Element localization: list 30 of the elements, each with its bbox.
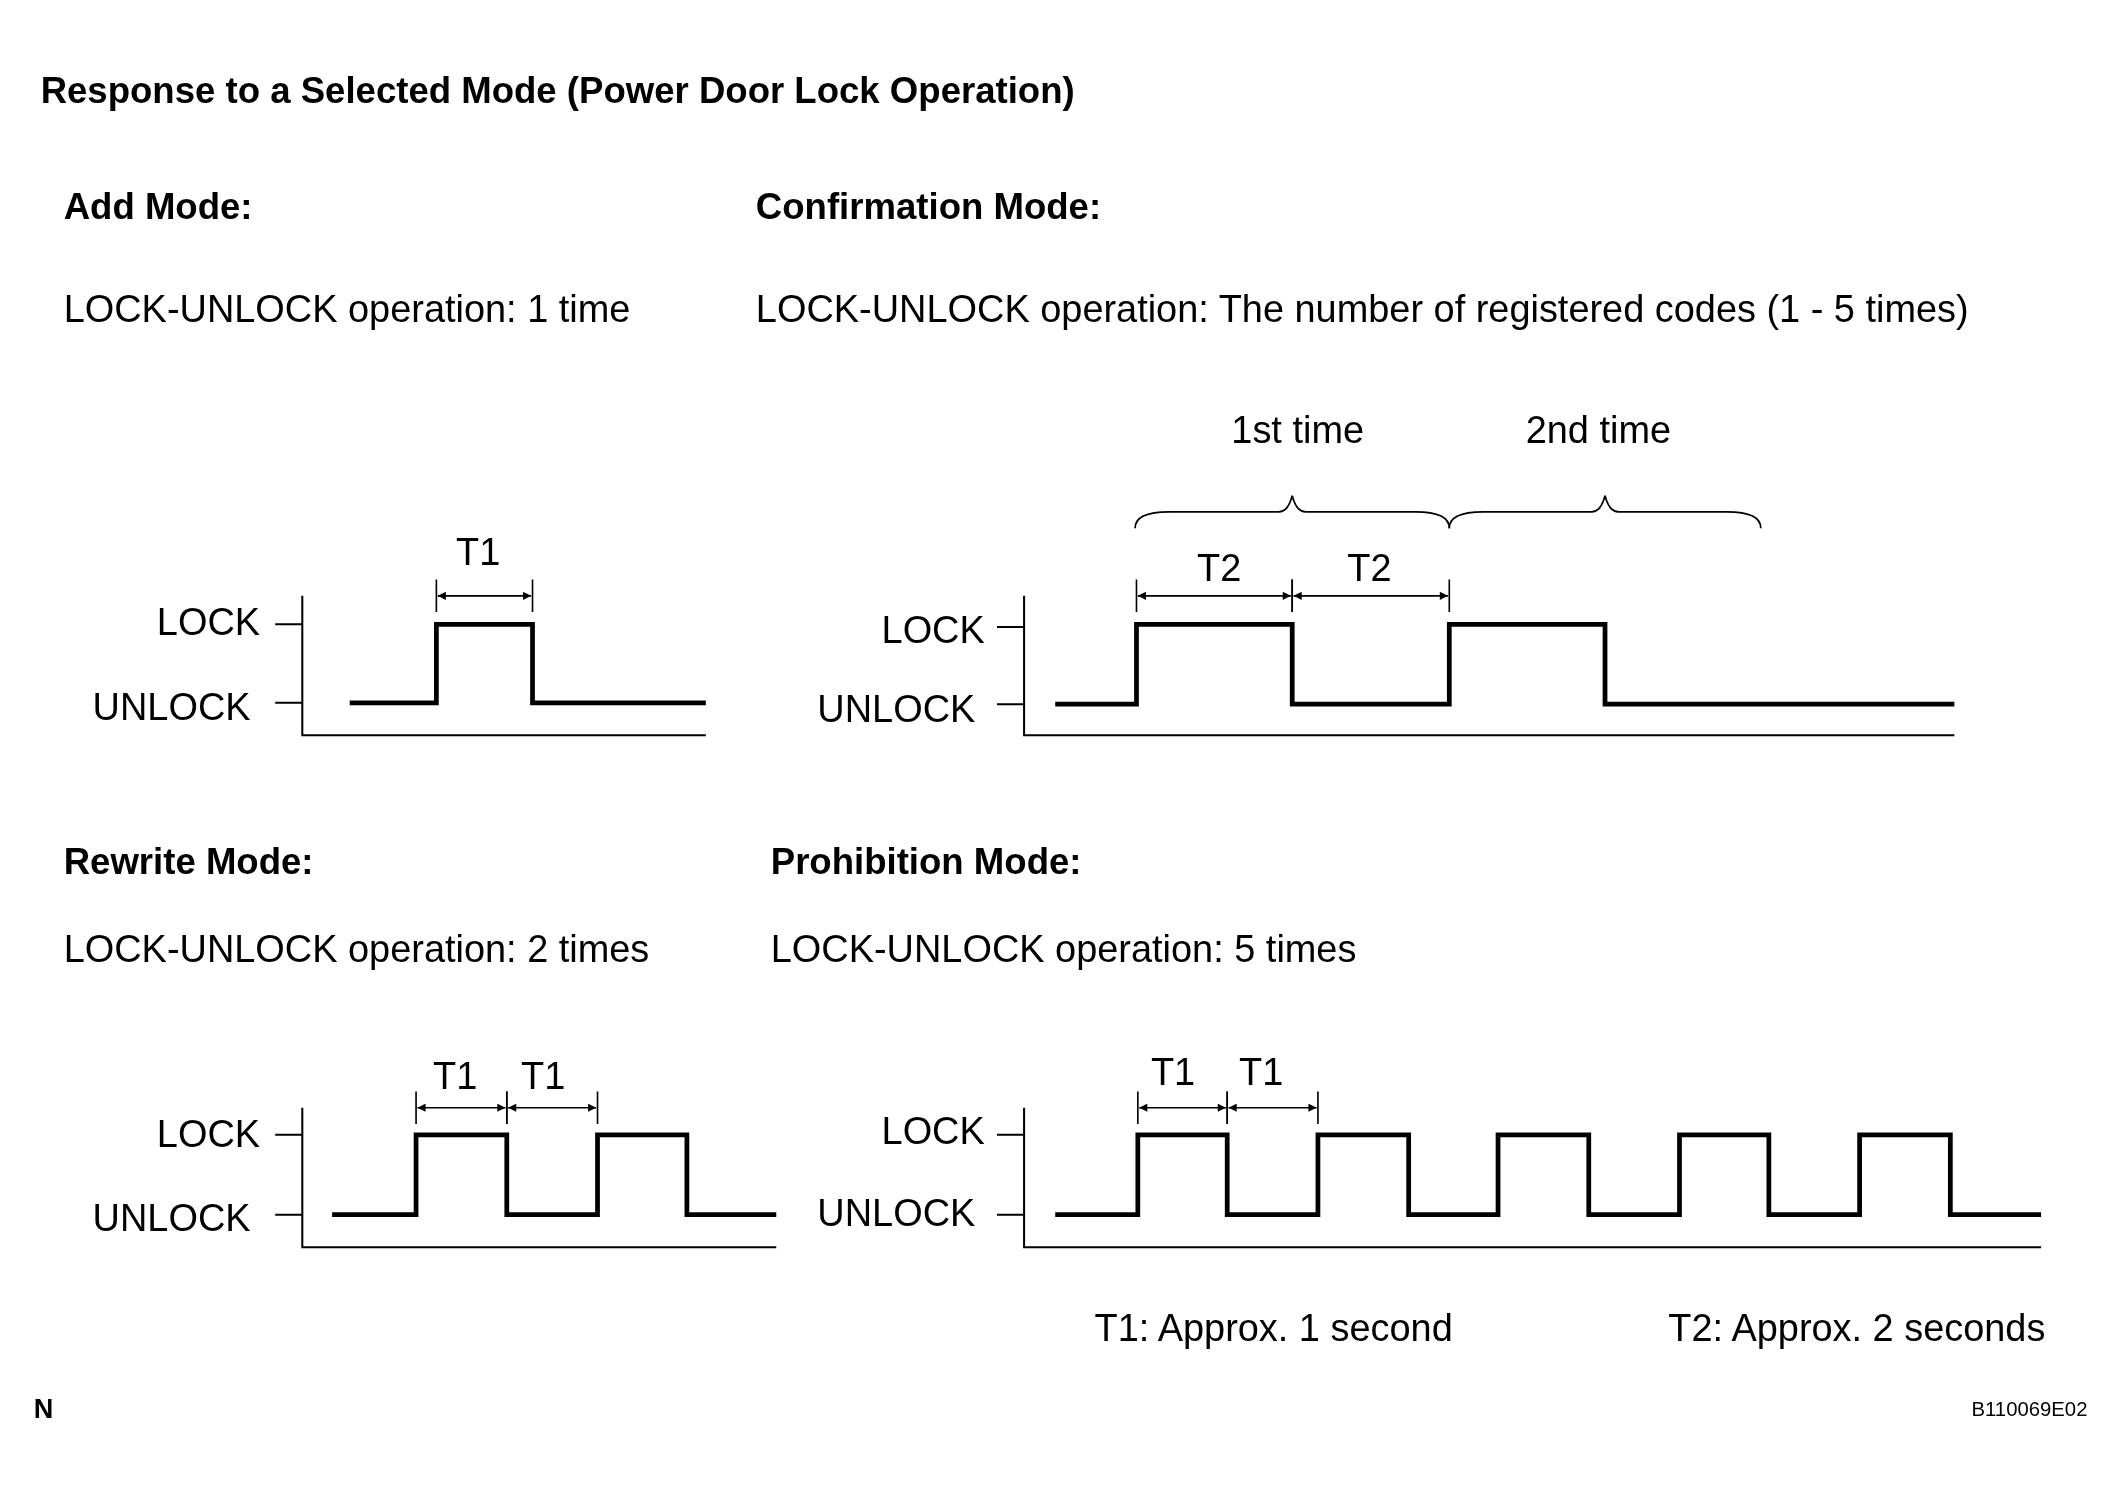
interval-label: 2nd time [1525, 411, 1672, 450]
description-text: LOCK-UNLOCK operation: The number of registered codes (1 - 5 times) [755, 291, 1969, 330]
description-text: LOCK-UNLOCK operation: 2 times [63, 930, 650, 969]
signal-level-label: LOCK [881, 1113, 985, 1152]
note-text: T1: Approx. 1 second [1094, 1309, 1453, 1348]
section-heading: Add Mode: [63, 188, 253, 226]
signal-level-label: UNLOCK [92, 1200, 251, 1239]
signal-level-label: LOCK [156, 604, 261, 643]
signal-level-label: UNLOCK [817, 690, 976, 729]
duration-label: T1 [433, 1057, 478, 1096]
duration-label: T1 [456, 533, 501, 572]
section-heading: Confirmation Mode: [755, 188, 1102, 226]
note-text: T2: Approx. 2 seconds [1668, 1309, 2046, 1348]
duration-label: T1 [521, 1057, 566, 1096]
duration-label: T1 [1239, 1053, 1284, 1092]
interval-label: 1st time [1231, 411, 1365, 450]
corner-mark: N [33, 1395, 54, 1423]
signal-level-label: UNLOCK [817, 1194, 976, 1233]
signal-level-label: UNLOCK [92, 689, 251, 728]
signal-level-label: LOCK [156, 1116, 261, 1155]
duration-label: T2 [1197, 549, 1242, 588]
duration-label: T2 [1347, 549, 1392, 588]
description-text: LOCK-UNLOCK operation: 5 times [770, 930, 1357, 969]
section-heading: Prohibition Mode: [770, 843, 1082, 880]
signal-level-label: LOCK [881, 612, 985, 651]
figure-code: B110069E02 [1971, 1398, 2088, 1419]
section-heading: Rewrite Mode: [63, 843, 314, 880]
diagram-title: Response to a Selected Mode (Power Door Lock Operation) [40, 72, 1075, 110]
description-text: LOCK-UNLOCK operation: 1 time [63, 291, 631, 330]
duration-label: T1 [1150, 1053, 1196, 1092]
